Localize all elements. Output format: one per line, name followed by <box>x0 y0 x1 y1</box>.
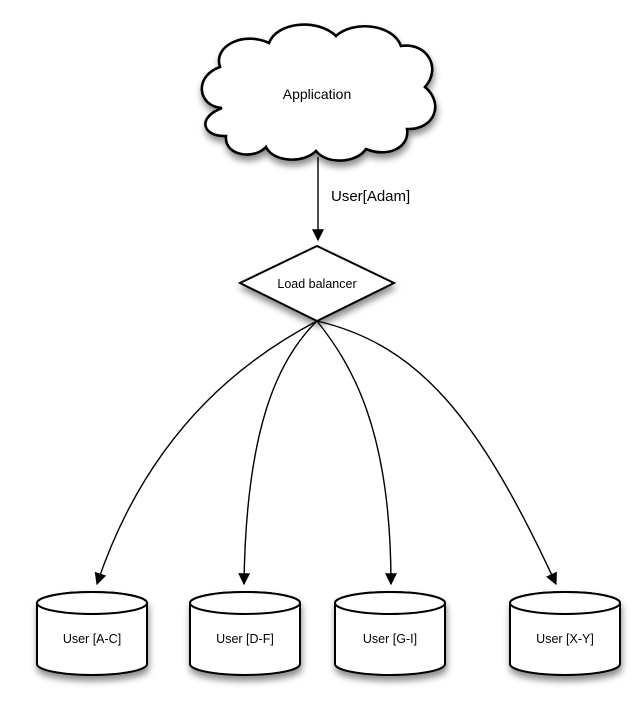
cloud-icon <box>200 23 437 162</box>
database-cylinder-2 <box>189 591 301 676</box>
database-label-4: User [X-Y] <box>536 632 594 646</box>
database-label-1: User [A-C] <box>63 632 121 646</box>
balancer-to-db2-arrow <box>238 320 318 586</box>
cylinder-top-rim <box>189 591 301 615</box>
database-label-3: User [G-I] <box>363 632 417 646</box>
balancer-to-db3-arrow <box>316 320 397 586</box>
cylinder-top-rim <box>36 591 148 615</box>
request-label: User[Adam] <box>331 188 410 205</box>
database-cylinder-3 <box>334 591 446 676</box>
database-cylinder-1 <box>36 591 148 676</box>
application-label: Application <box>283 86 352 102</box>
application-cloud <box>200 23 437 162</box>
database-cylinder-4 <box>509 591 621 676</box>
balancer-to-db1-arrow <box>94 320 318 586</box>
database-label-2: User [D-F] <box>216 632 274 646</box>
cylinder-top-rim <box>509 591 621 615</box>
load-balancer-label: Load balancer <box>277 277 356 291</box>
cylinder-top-rim <box>334 591 446 615</box>
balancer-to-db4-arrow <box>316 320 557 586</box>
